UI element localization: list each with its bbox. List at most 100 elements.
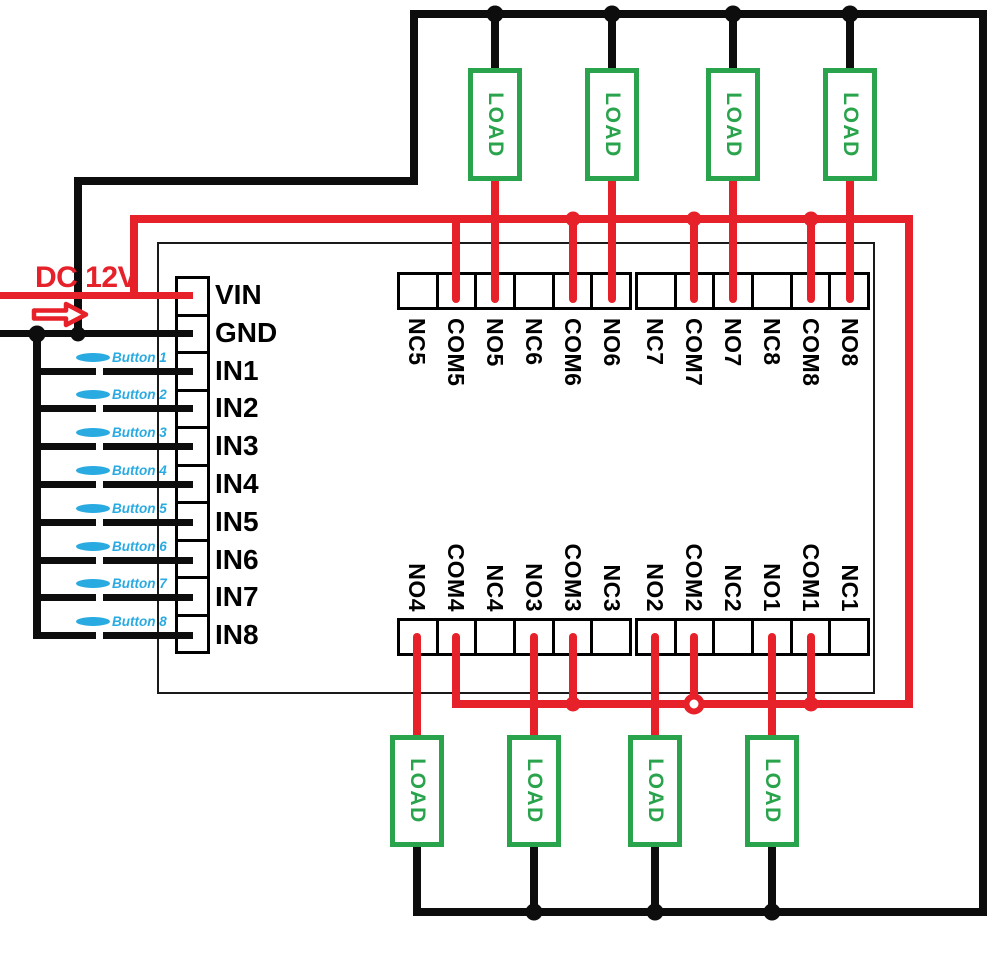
button-7-cap: [76, 579, 110, 588]
terminal-label-no3: NO3: [521, 563, 547, 612]
terminal-cell: [178, 354, 207, 392]
wire-com5-drop: [452, 219, 460, 303]
wire-load8-to-no8: [846, 175, 854, 303]
terminal-block-bottom-left: [397, 618, 632, 656]
button-5-label: Button 5: [112, 501, 167, 516]
supply-direction-arrow-icon: [31, 301, 89, 328]
junction-dot-red: [565, 211, 581, 227]
wire-positive-bottom-bus: [452, 700, 913, 708]
wire-load3-bottom-stub: [530, 842, 538, 916]
terminal-cell: [555, 275, 594, 307]
terminal-label-com1: COM1: [798, 543, 824, 612]
junction-dot-red: [565, 696, 581, 712]
load-label: LOAD: [484, 91, 507, 158]
wire-in8-right: [103, 632, 193, 639]
terminal-cell: [715, 621, 755, 653]
wire-negative-upper-left-horizontal: [74, 177, 418, 185]
terminal-label-com7: COM7: [681, 318, 707, 387]
wire-com4-stub: [452, 633, 460, 708]
load-label: LOAD: [761, 758, 784, 824]
wire-no3-to-load: [530, 633, 538, 741]
wire-in7-left: [37, 594, 96, 601]
wire-com8-drop: [807, 219, 815, 303]
terminal-label-com8: COM8: [798, 318, 824, 387]
load-box-5: LOAD: [468, 68, 522, 181]
terminal-cell: [178, 317, 207, 354]
terminal-label-no6: NO6: [599, 318, 625, 367]
terminal-cell: [516, 621, 555, 653]
terminal-cell: [178, 279, 207, 317]
wire-in6-right: [103, 557, 193, 564]
wire-positive-riser: [130, 215, 138, 299]
load-label: LOAD: [722, 91, 745, 158]
wire-load7-top-stub: [729, 14, 737, 74]
junction-dot-red: [803, 211, 819, 227]
load-box-2: LOAD: [628, 735, 682, 847]
junction-dot-red: [686, 211, 702, 227]
load-box-1: LOAD: [745, 735, 799, 847]
wire-in6-left: [37, 557, 96, 564]
terminal-label-nc2: NC2: [720, 564, 746, 612]
terminal-cell: [178, 579, 207, 617]
terminal-cell: [677, 275, 716, 307]
wire-positive-top-bus: [130, 215, 913, 223]
button-7-label: Button 7: [112, 576, 167, 591]
terminal-label-no2: NO2: [642, 563, 668, 612]
terminal-label-nc6: NC6: [521, 318, 547, 366]
terminal-label-nc3: NC3: [599, 564, 625, 612]
wire-load6-to-no6: [608, 175, 616, 303]
terminal-cell: [439, 621, 478, 653]
wire-com7-drop: [690, 219, 698, 303]
wire-in5-right: [103, 519, 193, 526]
wire-in1-right: [103, 368, 193, 375]
wire-load7-to-no7: [729, 175, 737, 303]
terminal-cell: [638, 275, 677, 307]
pin-label-gnd: GND: [215, 317, 278, 348]
pin-label-in6: IN6: [215, 544, 259, 575]
load-box-4: LOAD: [390, 735, 444, 847]
load-box-3: LOAD: [507, 735, 561, 847]
junction-dot: [603, 5, 621, 23]
wire-load5-to-no5: [491, 175, 499, 303]
pin-label-in7: IN7: [215, 581, 259, 612]
wire-vin-line: [0, 292, 193, 299]
terminal-cell: [793, 621, 832, 653]
terminal-cell: [754, 621, 793, 653]
button-4-cap: [76, 466, 110, 475]
terminal-block-bottom-right: [635, 618, 870, 656]
load-label: LOAD: [601, 91, 624, 158]
terminal-cell: [516, 275, 555, 307]
wire-com1-stub: [807, 633, 815, 708]
wire-positive-right-vertical: [905, 215, 913, 708]
terminal-label-com4: COM4: [443, 543, 469, 612]
terminal-cell: [400, 275, 439, 307]
terminal-label-nc7: NC7: [642, 318, 668, 366]
wire-gnd-line: [0, 330, 193, 337]
terminal-label-com2: COM2: [681, 543, 707, 612]
terminal-label-no8: NO8: [837, 318, 863, 367]
junction-dot: [841, 5, 859, 23]
junction-ring-red: [683, 693, 705, 715]
dc-supply-label: DC 12V: [35, 261, 138, 294]
wire-negative-right-vertical: [979, 10, 987, 916]
terminal-label-no1: NO1: [759, 563, 785, 612]
wire-no1-to-load: [768, 633, 776, 741]
wire-com2-stub: [690, 633, 698, 708]
wire-load2-bottom-stub: [651, 842, 659, 916]
wire-no4-to-load: [413, 633, 421, 741]
pin-label-vin: VIN: [215, 279, 262, 310]
left-pin-terminal-strip: [175, 276, 210, 654]
terminal-cell: [831, 621, 867, 653]
button-3-cap: [76, 428, 110, 437]
load-label: LOAD: [406, 758, 429, 824]
terminal-cell: [439, 275, 478, 307]
wire-in8-left: [37, 632, 96, 639]
junction-dot: [646, 903, 664, 921]
load-box-7: LOAD: [706, 68, 760, 181]
button-2-cap: [76, 390, 110, 399]
terminal-label-com3: COM3: [560, 543, 586, 612]
terminal-cell: [178, 542, 207, 579]
load-box-8: LOAD: [823, 68, 877, 181]
pin-label-in5: IN5: [215, 506, 259, 537]
